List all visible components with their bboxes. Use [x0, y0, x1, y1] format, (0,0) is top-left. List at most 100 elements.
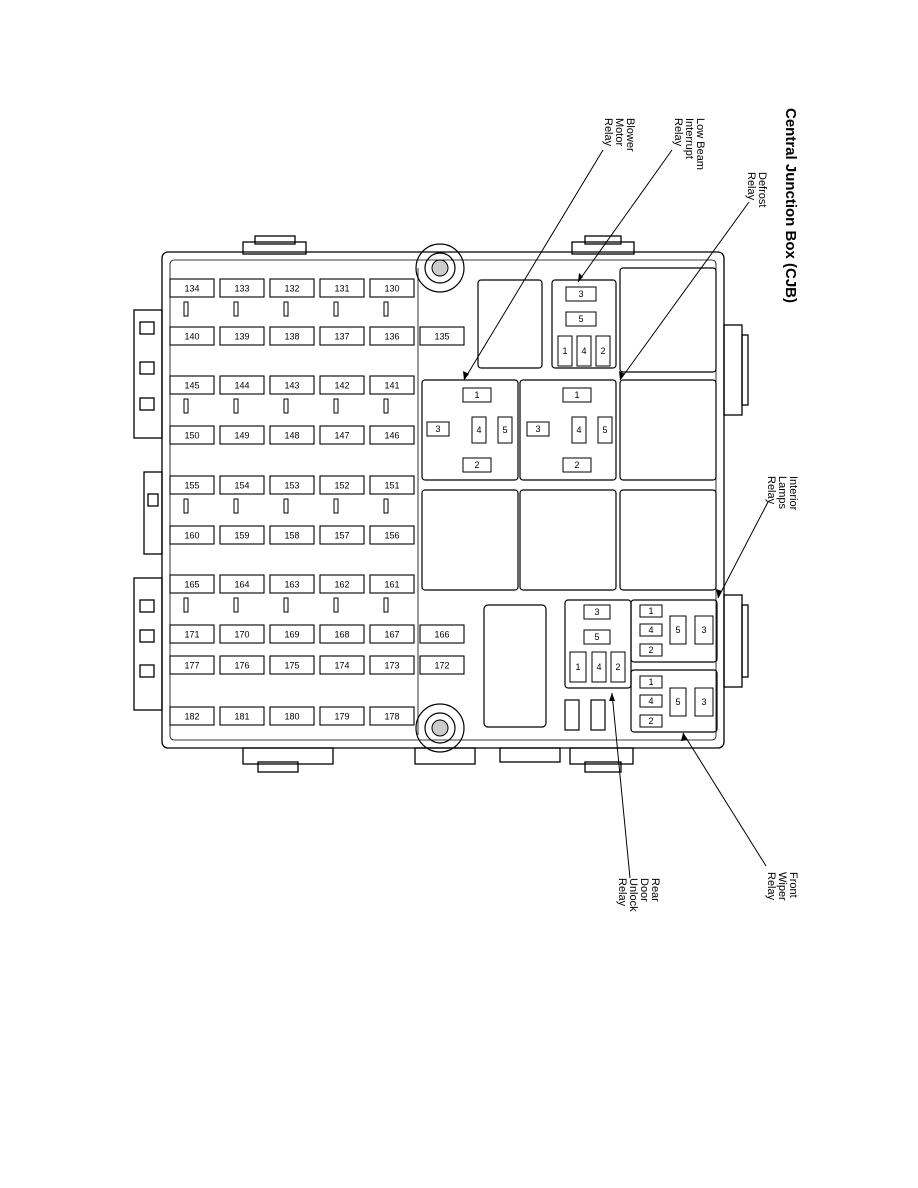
fuse-label-135: 135	[434, 332, 449, 342]
fuse-slot-175	[269, 655, 315, 675]
svg-text:2: 2	[648, 645, 653, 655]
fuse-label-165: 165	[184, 580, 199, 590]
fuse-clip	[233, 398, 239, 414]
fuse-label-175: 175	[284, 661, 299, 671]
fuse-label-134: 134	[184, 284, 199, 294]
fuse-label-148: 148	[284, 431, 299, 441]
diagram-title: Central Junction Box (CJB)	[782, 108, 799, 303]
relay-pins-blower	[426, 387, 513, 473]
fuse-clip	[233, 301, 239, 317]
fuse-slot-130	[369, 278, 415, 298]
fuse-slot-156	[369, 525, 415, 545]
callout-interior-lamps-relay: Interior Lamps Relay	[765, 476, 799, 511]
housing	[133, 235, 749, 773]
relay-pin-labels-defrost: 1 3 4 5 2	[535, 390, 607, 470]
fuse-slot-138	[269, 326, 315, 346]
fuse-slot-170	[219, 624, 265, 644]
svg-text:5: 5	[675, 697, 680, 707]
fuse-label-151: 151	[384, 481, 399, 491]
svg-text:2: 2	[615, 662, 620, 672]
fuse-slot-172	[419, 655, 465, 675]
svg-text:5: 5	[502, 425, 507, 435]
svg-text:Wiper: Wiper	[776, 872, 788, 901]
fuse-slot-159	[219, 525, 265, 545]
relay-pin-labels-low-beam: 3 5 1 4 2	[562, 289, 605, 356]
fuse-label-141: 141	[384, 381, 399, 391]
fuse-clip	[283, 498, 289, 514]
fuse-label-133: 133	[234, 284, 249, 294]
svg-text:Interrupt: Interrupt	[683, 118, 695, 159]
fuse-slot-141	[369, 375, 415, 395]
fuse-slot-165	[169, 574, 215, 594]
fuse-label-156: 156	[384, 531, 399, 541]
fuse-slot-160	[169, 525, 215, 545]
svg-text:Relay: Relay	[672, 118, 684, 147]
leader-lines	[463, 149, 769, 879]
svg-text:2: 2	[574, 460, 579, 470]
fuse-label-143: 143	[284, 381, 299, 391]
fuse-label-176: 176	[234, 661, 249, 671]
svg-text:Door: Door	[638, 878, 650, 902]
fuse-slot-179	[319, 706, 365, 726]
svg-text:Blower: Blower	[624, 118, 636, 152]
fuse-slot-140	[169, 326, 215, 346]
fuse-slot-181	[219, 706, 265, 726]
fuse-clip	[383, 398, 389, 414]
svg-text:3: 3	[578, 289, 583, 299]
svg-text:4: 4	[648, 696, 653, 706]
relay-pin-labels-interior-lamps: 1 4 2 5 3	[648, 606, 706, 655]
svg-text:5: 5	[578, 314, 583, 324]
svg-text:4: 4	[596, 662, 601, 672]
relay-pin-labels-rear-door: 3 5 1 4 2	[575, 607, 620, 672]
fuse-slot-158	[269, 525, 315, 545]
callout-rear-door-unlock-relay: Rear Door Unlock Relay	[616, 878, 661, 912]
relay-pins-rear-door	[569, 604, 626, 683]
fuse-clip	[183, 597, 189, 613]
svg-text:Low Beam: Low Beam	[694, 118, 706, 170]
fuse-label-161: 161	[384, 580, 399, 590]
fuse-label-168: 168	[334, 630, 349, 640]
fuse-label-147: 147	[334, 431, 349, 441]
fuse-label-171: 171	[184, 630, 199, 640]
fuse-clip	[333, 301, 339, 317]
svg-text:4: 4	[581, 346, 586, 356]
fuse-slot-137	[319, 326, 365, 346]
svg-text:Rear: Rear	[649, 878, 661, 902]
svg-text:3: 3	[435, 424, 440, 434]
fuse-label-170: 170	[234, 630, 249, 640]
fuse-slot-133	[219, 278, 265, 298]
fuse-slot-168	[319, 624, 365, 644]
fuse-slot-150	[169, 425, 215, 445]
fuse-slot-151	[369, 475, 415, 495]
fuse-slot-169	[269, 624, 315, 644]
callout-front-wiper-relay: Front Wiper Relay	[765, 872, 799, 901]
fuse-slot-177	[169, 655, 215, 675]
svg-text:2: 2	[648, 716, 653, 726]
fuse-label-173: 173	[384, 661, 399, 671]
leader-arrowheads	[463, 273, 722, 741]
fuse-slot-135	[419, 326, 465, 346]
fuse-label-163: 163	[284, 580, 299, 590]
svg-text:Relay: Relay	[745, 172, 757, 201]
relay-pins-front-wiper	[639, 675, 714, 728]
svg-text:5: 5	[594, 632, 599, 642]
svg-text:Relay: Relay	[765, 872, 777, 901]
svg-text:1: 1	[474, 390, 479, 400]
callout-defrost-relay: Defrost Relay	[745, 172, 768, 207]
svg-text:4: 4	[576, 425, 581, 435]
fuse-label-172: 172	[434, 661, 449, 671]
svg-text:1: 1	[574, 390, 579, 400]
fuse-clip	[183, 398, 189, 414]
fuse-clip	[383, 597, 389, 613]
fuse-slot-154	[219, 475, 265, 495]
fuse-label-169: 169	[284, 630, 299, 640]
svg-text:3: 3	[701, 625, 706, 635]
fuse-slot-162	[319, 574, 365, 594]
fuse-slot-152	[319, 475, 365, 495]
fuse-clip	[333, 597, 339, 613]
fuse-slot-173	[369, 655, 415, 675]
svg-text:Interior: Interior	[787, 476, 799, 511]
relay-cavities	[421, 267, 718, 733]
svg-text:5: 5	[602, 425, 607, 435]
